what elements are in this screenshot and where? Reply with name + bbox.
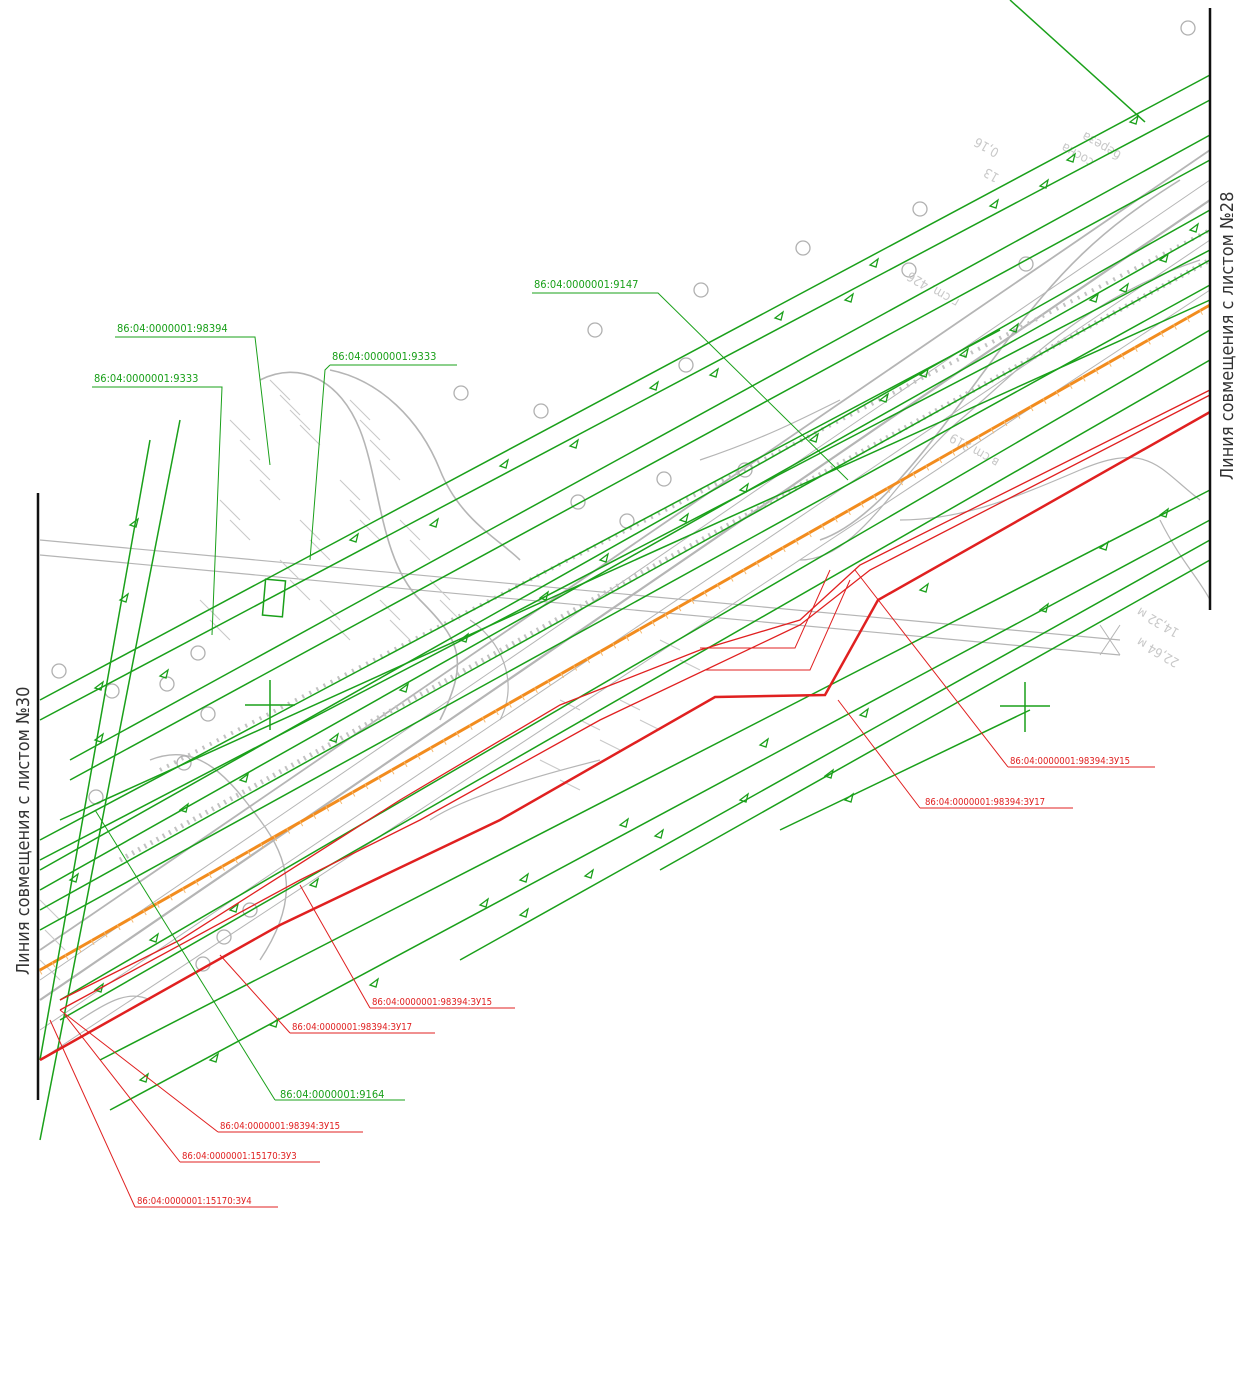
survey-crosses — [245, 680, 1050, 732]
label-9164[interactable]: 86:04:0000001:9164 — [280, 1088, 384, 1101]
annotation-13: 13 — [982, 164, 1002, 184]
match-line-right-label: Линия совмещения с листом №28 — [1217, 192, 1238, 480]
label-9333-right[interactable]: 86:04:0000001:9333 — [332, 350, 436, 363]
annotation-016: 0,16 — [972, 134, 1002, 160]
match-line-left-label: Линия совмещения с листом №30 — [13, 687, 34, 975]
new-parcel-labels: 86:04:0000001:98394:ЗУ15 86:04:0000001:9… — [137, 756, 1130, 1207]
cadastral-labels: 86:04:0000001:98394 86:04:0000001:9333 8… — [94, 278, 638, 1101]
label-9333-left[interactable]: 86:04:0000001:9333 — [94, 372, 198, 385]
label-zu15-b[interactable]: 86:04:0000001:98394:ЗУ15 — [372, 997, 492, 1008]
label-zu17-a[interactable]: 86:04:0000001:98394:ЗУ17 — [925, 797, 1045, 808]
cadastral-markers — [68, 114, 1200, 1083]
label-zu17-b[interactable]: 86:04:0000001:98394:ЗУ17 — [292, 1022, 412, 1033]
alignment-line-dashes — [38, 304, 1212, 975]
label-15170-zu4[interactable]: 86:04:0000001:15170:ЗУ4 — [137, 1196, 252, 1207]
annotation-1432: 14,32 м — [1135, 604, 1182, 640]
label-98394[interactable]: 86:04:0000001:98394 — [117, 322, 228, 335]
topography-layer — [39, 20, 1212, 1061]
new-parcel-lines — [39, 389, 1211, 1062]
label-zu15-c[interactable]: 86:04:0000001:98394:ЗУ15 — [220, 1121, 340, 1132]
label-9147[interactable]: 86:04:0000001:9147 — [534, 278, 638, 291]
label-15170-zu3[interactable]: 86:04:0000001:15170:ЗУ3 — [182, 1151, 297, 1162]
leader-lines — [49, 292, 1155, 1208]
label-zu15-a[interactable]: 86:04:0000001:98394:ЗУ15 — [1010, 756, 1130, 767]
annotation-cm426: г cm. 426 — [905, 268, 962, 310]
cadastral-lines — [39, 0, 1211, 1141]
